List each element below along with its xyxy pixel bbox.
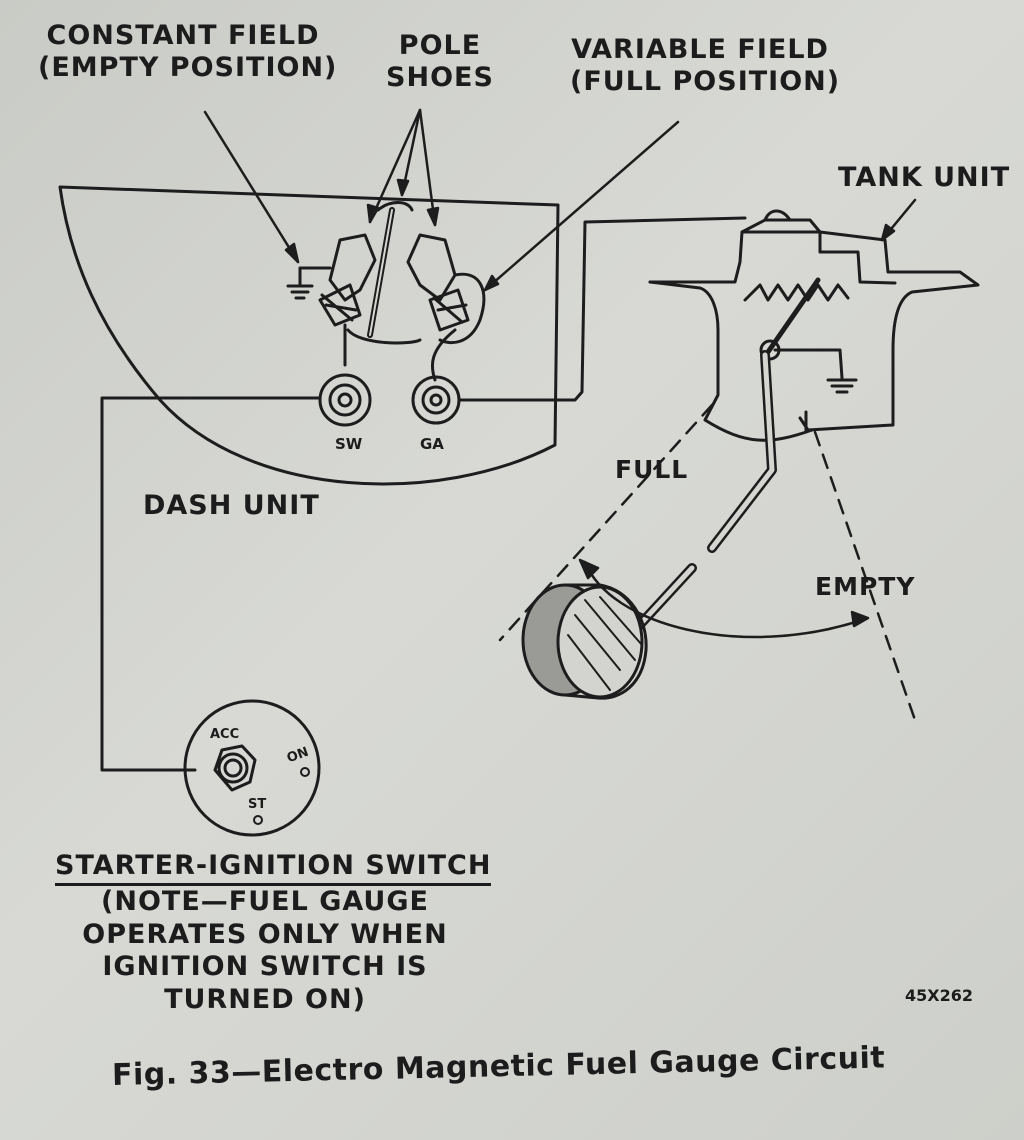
constant-field-label: CONSTANT FIELD (EMPTY POSITION) xyxy=(38,20,338,85)
pole-shoes-label: POLE SHOES xyxy=(380,30,500,95)
gauge-pointer xyxy=(367,201,414,338)
sw-terminal-label: SW xyxy=(335,435,363,453)
switch-caption: STARTER-IGNITION SWITCH (NOTE—FUEL GAUGE… xyxy=(55,850,492,1016)
figure-code: 45X262 xyxy=(905,986,973,1005)
variable-field-line-2: (FULL POSITION) xyxy=(570,66,841,98)
dash-unit-housing xyxy=(58,185,560,486)
wire-sw-to-switch xyxy=(100,396,322,772)
variable-field-coil xyxy=(438,272,486,344)
leader-lines xyxy=(203,108,917,292)
float-travel-arrow xyxy=(578,558,870,639)
switch-note-line-1: (NOTE—FUEL GAUGE xyxy=(101,886,429,918)
full-label: FULL xyxy=(615,455,689,484)
st-label: ST xyxy=(248,797,267,812)
switch-note-line-2: OPERATES ONLY WHEN xyxy=(82,918,448,950)
empty-label: EMPTY xyxy=(815,572,916,601)
switch-note-line-3: IGNITION SWITCH IS xyxy=(102,951,428,983)
wire-ga-to-tank xyxy=(457,216,747,402)
lead-wires xyxy=(343,323,457,382)
switch-title: STARTER-IGNITION SWITCH xyxy=(55,850,492,886)
switch-note-line-4: TURNED ON) xyxy=(164,983,366,1015)
ground-symbol-dash xyxy=(286,266,332,300)
pole-shoes xyxy=(318,233,470,332)
ignition-switch xyxy=(183,699,321,837)
variable-field-label: VARIABLE FIELD (FULL POSITION) xyxy=(570,34,841,99)
dash-unit-label: DASH UNIT xyxy=(143,490,320,521)
tank-unit xyxy=(648,209,980,442)
terminal-ga xyxy=(411,375,461,425)
constant-field-line-2: (EMPTY POSITION) xyxy=(38,52,338,84)
ga-terminal-label: GA xyxy=(420,435,444,453)
acc-label: ACC xyxy=(210,727,240,742)
pole-shoes-line-2: SHOES xyxy=(386,62,494,94)
terminal-sw xyxy=(318,373,372,427)
float xyxy=(521,583,648,700)
float-travel-lines xyxy=(498,403,917,722)
variable-field-line-1: VARIABLE FIELD xyxy=(571,34,829,65)
tank-unit-label: TANK UNIT xyxy=(838,162,1011,193)
pole-shoes-line-1: POLE xyxy=(398,30,482,61)
constant-field-line-1: CONSTANT FIELD xyxy=(46,20,320,51)
